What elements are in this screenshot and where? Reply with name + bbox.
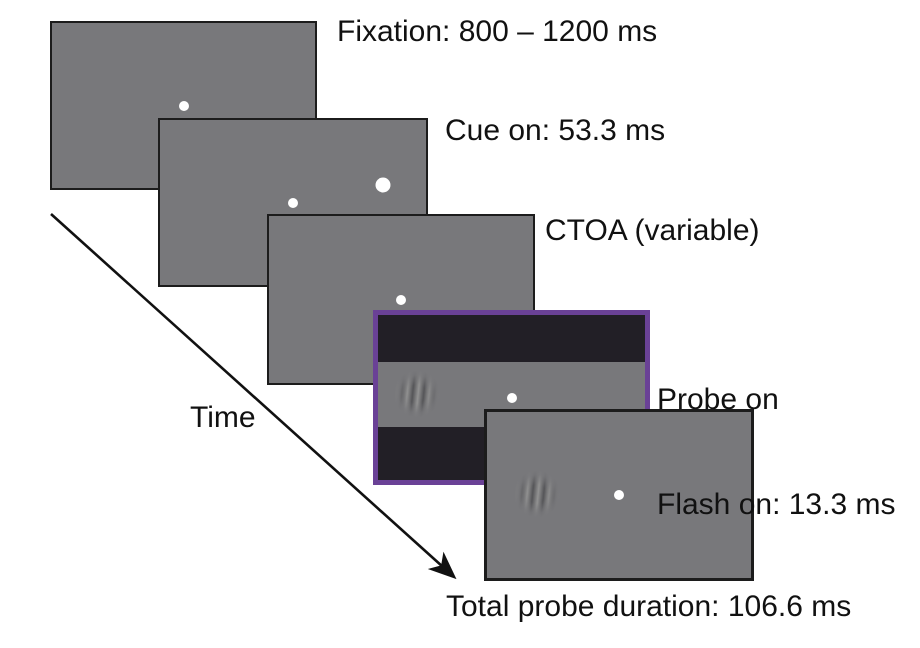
fixation-dot	[288, 197, 298, 208]
fixation-dot	[614, 490, 624, 500]
fixation-dot	[506, 392, 517, 403]
flash-band-top	[378, 315, 645, 362]
time-arrow-line	[50, 213, 457, 580]
ctoa-label: CTOA (variable)	[545, 214, 760, 247]
probe-screen	[484, 409, 754, 581]
cue-dot	[375, 177, 391, 193]
cue-duration-label: Cue on: 53.3 ms	[445, 114, 666, 147]
time-axis-label: Time	[190, 401, 256, 434]
fixation-duration-label: Fixation: 800 – 1200 ms	[337, 15, 658, 48]
gabor-probe	[388, 365, 446, 423]
probe-on-label: Probe on	[657, 383, 779, 416]
probe-flash-label: Probe on Flash on: 13.3 ms	[657, 312, 895, 592]
flash-on-label: Flash on: 13.3 ms	[657, 488, 896, 521]
fixation-dot	[178, 100, 189, 111]
total-probe-duration-label: Total probe duration: 106.6 ms	[446, 590, 852, 623]
gabor-probe	[508, 465, 566, 523]
fixation-dot	[396, 294, 406, 305]
